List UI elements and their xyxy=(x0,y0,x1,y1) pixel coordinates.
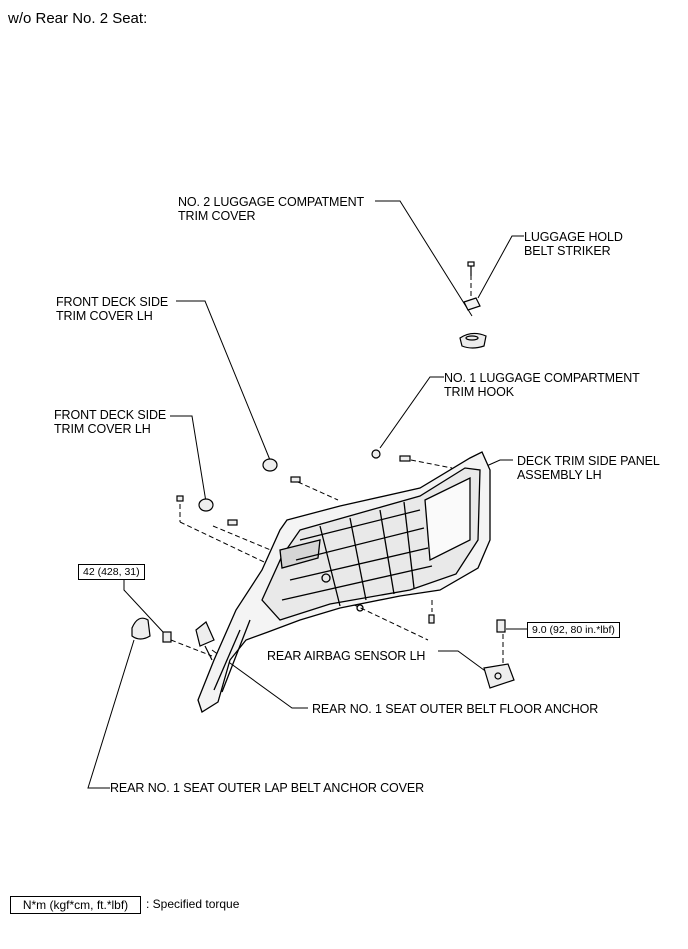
leader-front-deck-lower xyxy=(170,415,207,503)
leader-airbag xyxy=(438,650,489,674)
legend-torque-text: : Specified torque xyxy=(146,897,240,911)
leader-no2-cover xyxy=(375,200,473,317)
belt-floor-anchor-part xyxy=(195,621,215,661)
leader-striker xyxy=(477,235,524,299)
torque-belt-anchor: 42 (428, 31) xyxy=(78,564,145,580)
page-title: w/o Rear No. 2 Seat: xyxy=(8,10,148,27)
leader-torque-anchor xyxy=(123,578,164,633)
label-no2-luggage-cover: NO. 2 LUGGAGE COMPATMENT TRIM COVER xyxy=(178,195,365,223)
leader-lines xyxy=(87,200,527,789)
leader-front-deck-upper xyxy=(176,300,271,461)
lap-belt-anchor-cover-part xyxy=(131,617,151,640)
label-rear-lap-belt-anchor-cover: REAR NO. 1 SEAT OUTER LAP BELT ANCHOR CO… xyxy=(110,781,425,795)
label-rear-airbag-sensor: REAR AIRBAG SENSOR LH xyxy=(267,649,426,663)
label-front-deck-side-cover-lower: FRONT DECK SIDE TRIM COVER LH xyxy=(54,408,167,436)
leader-hook xyxy=(379,376,444,449)
label-luggage-hold-striker: LUGGAGE HOLD BELT STRIKER xyxy=(524,230,623,258)
small-fasteners xyxy=(162,449,506,643)
torque-sensor: 9.0 (92, 80 in.*lbf) xyxy=(527,622,620,638)
label-no1-luggage-hook: NO. 1 LUGGAGE COMPARTMENT TRIM HOOK xyxy=(444,371,640,399)
label-front-deck-side-cover-upper: FRONT DECK SIDE TRIM COVER LH xyxy=(56,295,169,323)
leader-floor-anchor xyxy=(211,649,308,709)
label-rear-seat-belt-floor-anchor: REAR NO. 1 SEAT OUTER BELT FLOOR ANCHOR xyxy=(312,702,599,716)
legend-torque-box: N*m (kgf*cm, ft.*lbf) xyxy=(10,896,141,914)
label-deck-trim-side-panel: DECK TRIM SIDE PANEL ASSEMBLY LH xyxy=(517,454,660,482)
leader-lap-cover xyxy=(87,639,135,789)
deck-trim-side-panel xyxy=(197,451,491,713)
rear-airbag-sensor-part xyxy=(483,663,515,689)
belt-striker-parts xyxy=(459,261,487,349)
